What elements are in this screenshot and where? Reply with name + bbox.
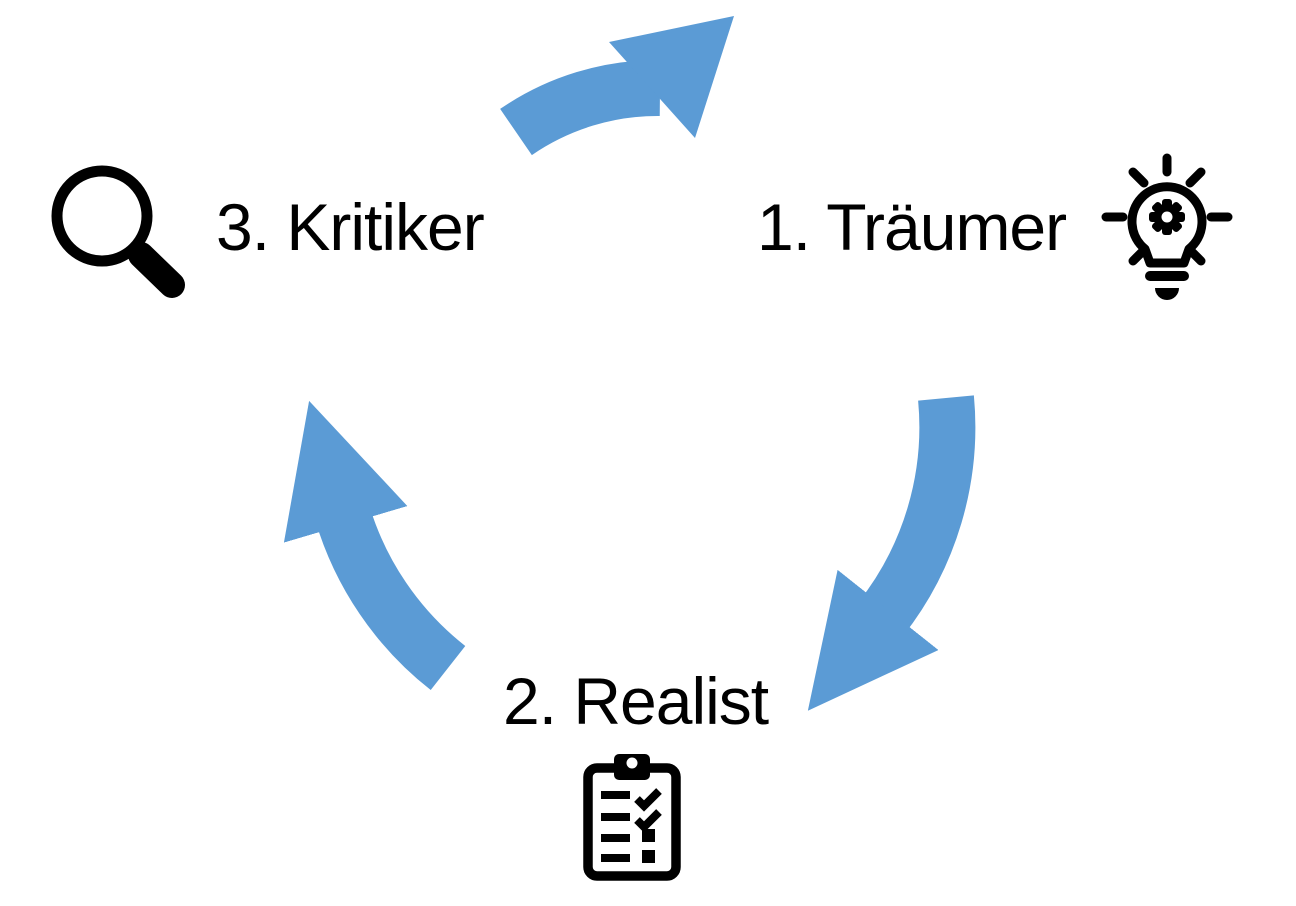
- node-label-kritiker: 3. Kritiker: [216, 190, 485, 264]
- magnifier-icon: [51, 165, 185, 298]
- lightbulb-gear-icon: [1101, 153, 1233, 300]
- clipboard-checklist-icon: [583, 754, 681, 881]
- gear-glyph: [1149, 199, 1185, 235]
- node-label-traeumer: 1. Träumer: [757, 190, 1067, 264]
- arrow-kritiker-to-traeumer: [500, 16, 734, 156]
- arrow-traeumer-to-realist: [807, 395, 976, 711]
- node-label-realist: 2. Realist: [503, 664, 769, 738]
- arrow-realist-to-kritiker: [283, 400, 466, 691]
